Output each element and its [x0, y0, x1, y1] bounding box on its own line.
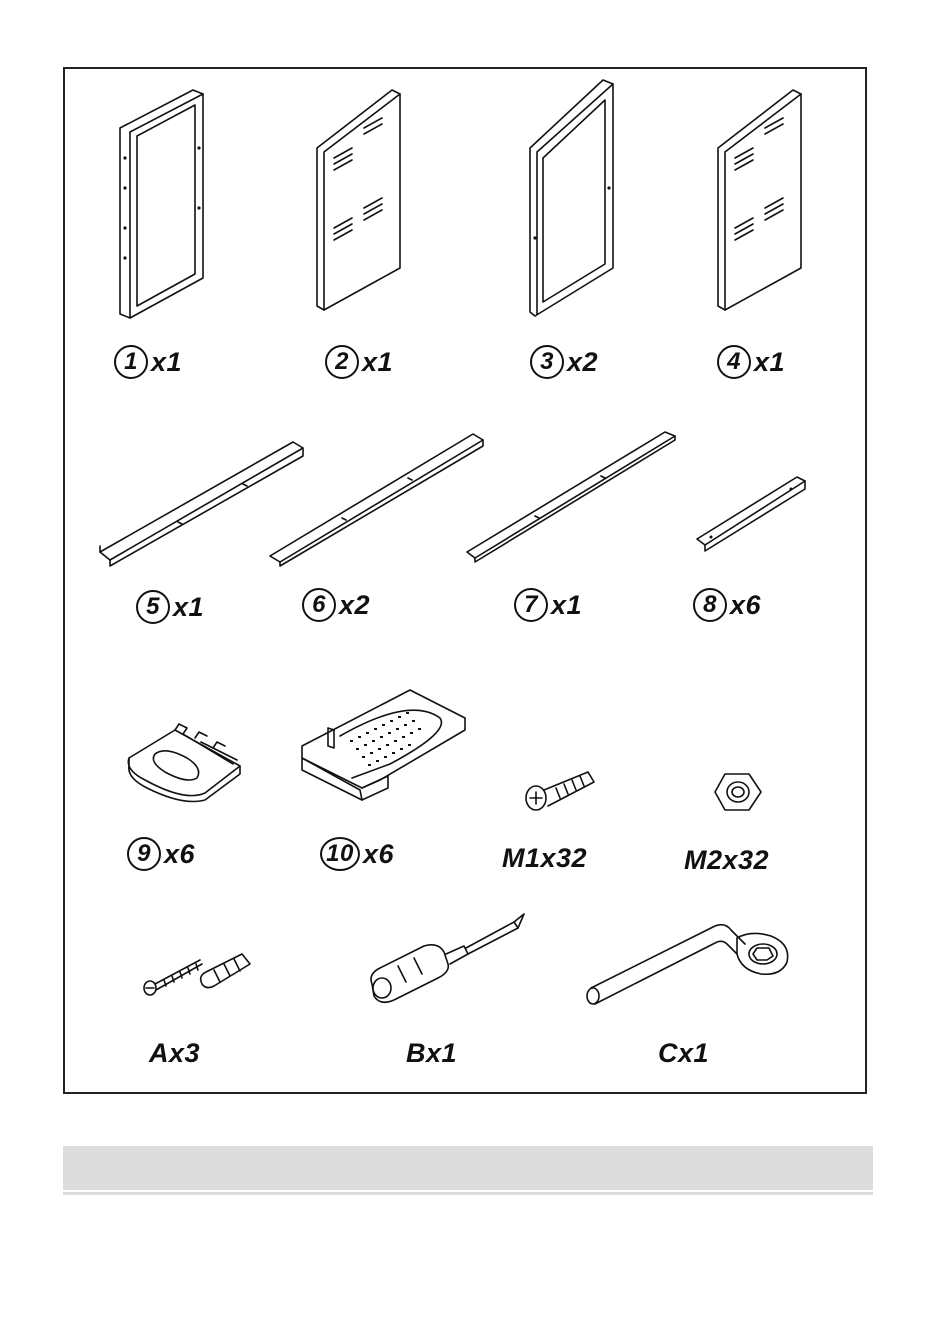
- hardware-quantity: Cx1: [658, 1038, 709, 1069]
- part-10-label: 10 x6: [320, 837, 394, 871]
- part-number: 8: [693, 588, 727, 622]
- part-9-label: 9 x6: [127, 837, 195, 871]
- hardware-m1-label: M1x32: [502, 843, 587, 874]
- part-3-angled-frame-icon: [525, 78, 620, 323]
- hardware-quantity: M2x32: [684, 845, 769, 876]
- hardware-screw-icon: [522, 768, 597, 818]
- part-quantity: x1: [151, 347, 182, 378]
- section-header-bar: [63, 1146, 873, 1190]
- hardware-c-label: Cx1: [658, 1038, 709, 1069]
- part-quantity: x2: [567, 347, 598, 378]
- part-number: 5: [136, 590, 170, 624]
- part-3-label: 3 x2: [530, 345, 598, 379]
- hardware-m2-label: M2x32: [684, 845, 769, 876]
- part-number: 6: [302, 588, 336, 622]
- part-quantity: x1: [362, 347, 393, 378]
- hardware-quantity: M1x32: [502, 843, 587, 874]
- part-quantity: x1: [173, 592, 204, 623]
- part-number: 2: [325, 345, 359, 379]
- part-2-slotted-panel-icon: [312, 88, 407, 318]
- part-5-label: 5 x1: [136, 590, 204, 624]
- part-2-label: 2 x1: [325, 345, 393, 379]
- part-number: 7: [514, 588, 548, 622]
- part-quantity: x6: [730, 590, 761, 621]
- part-quantity: x1: [551, 590, 582, 621]
- part-8-label: 8 x6: [693, 588, 761, 622]
- part-quantity: x1: [754, 347, 785, 378]
- hardware-socket-wrench-icon: [585, 918, 795, 1008]
- part-number: 3: [530, 345, 564, 379]
- part-quantity: x6: [363, 839, 394, 870]
- part-9-cradle-icon: [125, 718, 245, 803]
- part-4-label: 4 x1: [717, 345, 785, 379]
- part-number: 4: [717, 345, 751, 379]
- hardware-hex-nut-icon: [713, 770, 763, 815]
- part-7-flat-rail-icon: [465, 430, 680, 565]
- hardware-screwdriver-icon: [368, 912, 528, 1007]
- part-quantity: x6: [164, 839, 195, 870]
- part-1-side-frame-icon: [115, 88, 210, 323]
- hardware-a-label: Ax3: [149, 1038, 200, 1069]
- hardware-quantity: Bx1: [406, 1038, 457, 1069]
- hardware-wall-anchor-screw-icon: [140, 950, 255, 1000]
- part-number: 10: [320, 837, 360, 871]
- hardware-quantity: Ax3: [149, 1038, 200, 1069]
- part-8-short-bracket-icon: [695, 475, 810, 555]
- part-quantity: x2: [339, 590, 370, 621]
- part-1-label: 1 x1: [114, 345, 182, 379]
- section-divider: [63, 1192, 873, 1195]
- part-4-slotted-panel-icon: [713, 88, 808, 318]
- part-number: 9: [127, 837, 161, 871]
- part-6-label: 6 x2: [302, 588, 370, 622]
- hardware-b-label: Bx1: [406, 1038, 457, 1069]
- part-7-label: 7 x1: [514, 588, 582, 622]
- part-6-long-rail-icon: [268, 432, 488, 567]
- part-number: 1: [114, 345, 148, 379]
- part-10-perforated-tray-icon: [300, 688, 470, 803]
